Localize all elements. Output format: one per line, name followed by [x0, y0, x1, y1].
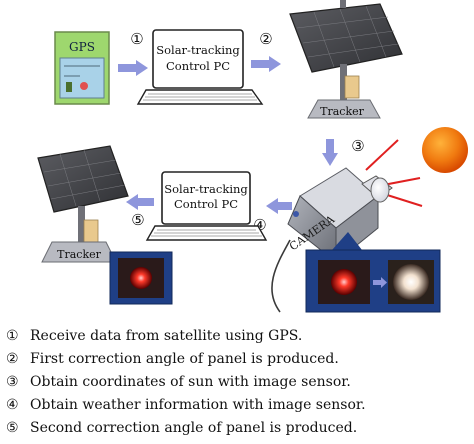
step-5-marker: ⑤: [131, 211, 144, 229]
legend-num-5: ⑤: [6, 419, 19, 436]
sun: [422, 127, 468, 173]
tracker-image-panel: [109, 251, 173, 305]
legend-item-2: ② First correction angle of panel is pro…: [6, 347, 474, 370]
step-2-marker: ②: [259, 30, 272, 48]
step-legend: ① Receive data from satellite using GPS.…: [6, 324, 474, 439]
legend-text-4: Obtain weather information with image se…: [30, 396, 366, 413]
pc-top-line2: Control PC: [166, 59, 230, 73]
gps-label: GPS: [69, 40, 95, 54]
legend-num-3: ③: [6, 373, 19, 390]
gps-device: GPS: [54, 31, 110, 105]
pc-middle-line2: Control PC: [174, 197, 238, 211]
arrow-pc-to-left-tracker: [126, 194, 154, 210]
pc-top-line1: Solar-tracking: [156, 43, 240, 57]
legend-item-5: ⑤ Second correction angle of panel is pr…: [6, 416, 474, 439]
legend-text-1: Receive data from satellite using GPS.: [30, 327, 303, 344]
legend-num-4: ④: [6, 396, 19, 413]
legend-num-1: ①: [6, 327, 19, 344]
arrow-gps-to-pc: [118, 60, 148, 76]
tracker-left: Tracker: [37, 145, 129, 263]
tracker-top: Tracker: [289, 0, 403, 119]
legend-text-5: Second correction angle of panel is prod…: [30, 419, 358, 436]
legend-item-4: ④ Obtain weather information with image …: [6, 393, 474, 416]
tracker-top-label: Tracker: [320, 105, 364, 118]
legend-item-3: ③ Obtain coordinates of sun with image s…: [6, 370, 474, 393]
legend-num-2: ②: [6, 350, 19, 367]
pc-middle-line1: Solar-tracking: [164, 182, 248, 196]
tracker-left-label: Tracker: [57, 248, 101, 261]
arrow-tracker-to-camera: [322, 139, 338, 166]
step-1-marker: ①: [130, 30, 143, 48]
control-pc-top: Solar-tracking Control PC: [136, 29, 264, 105]
step-3-marker: ③: [351, 137, 364, 155]
legend-item-1: ① Receive data from satellite using GPS.: [6, 324, 474, 347]
control-pc-middle: Solar-tracking Control PC: [145, 171, 268, 241]
camera-image-panel: [305, 232, 441, 313]
arrow-camera-to-pc: [266, 198, 292, 214]
legend-text-2: First correction angle of panel is produ…: [30, 350, 339, 367]
arrow-pc-to-tracker: [251, 56, 281, 72]
legend-text-3: Obtain coordinates of sun with image sen…: [30, 373, 351, 390]
